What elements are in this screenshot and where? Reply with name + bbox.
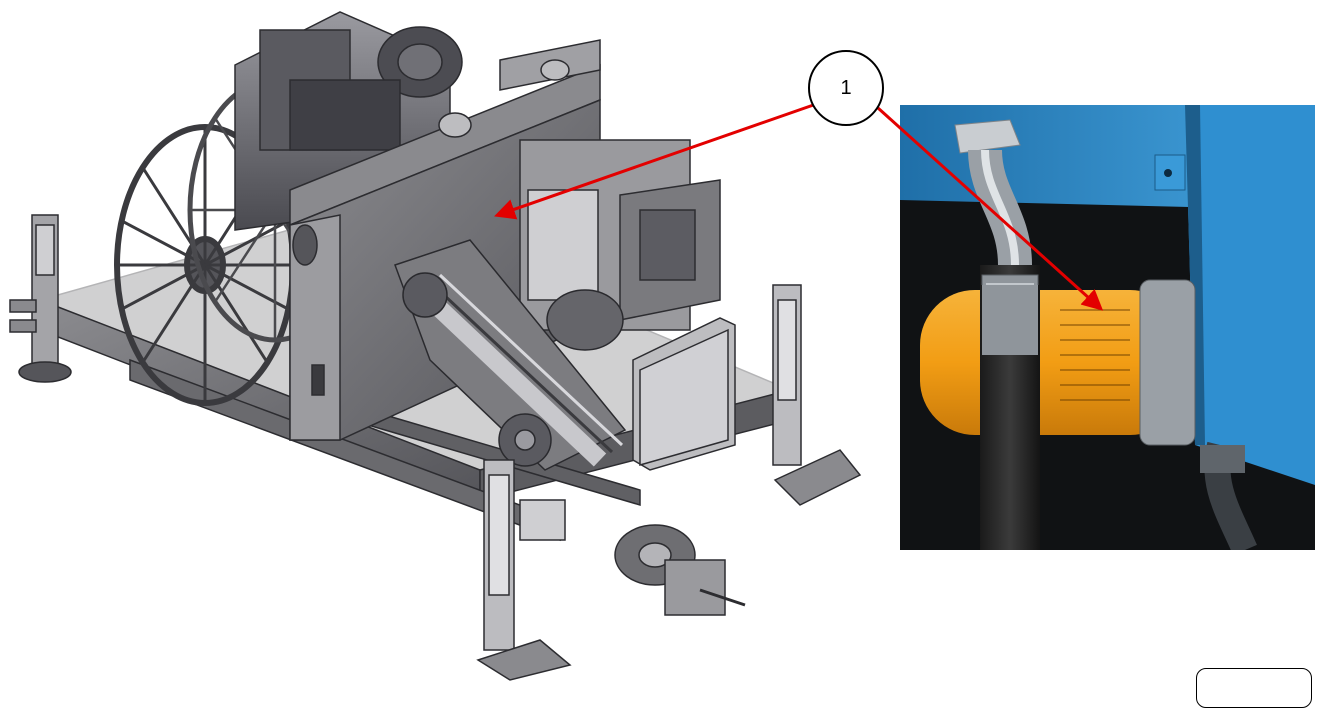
rear-right-leg [772,284,862,506]
left-jack [9,214,72,383]
oil-filter-photo-icon [900,105,1315,550]
front-right-leg [476,459,572,681]
battery-box [632,317,736,471]
belt-drive [394,239,627,471]
wheel-assembly [519,499,746,616]
control-cabinet [519,139,721,331]
figure: 1 [9,11,1315,708]
callout-number: 1 [840,76,852,99]
partial-label-box [1196,668,1312,708]
callout-circle: 1 [808,50,884,126]
machine-illustration-icon [9,11,862,681]
